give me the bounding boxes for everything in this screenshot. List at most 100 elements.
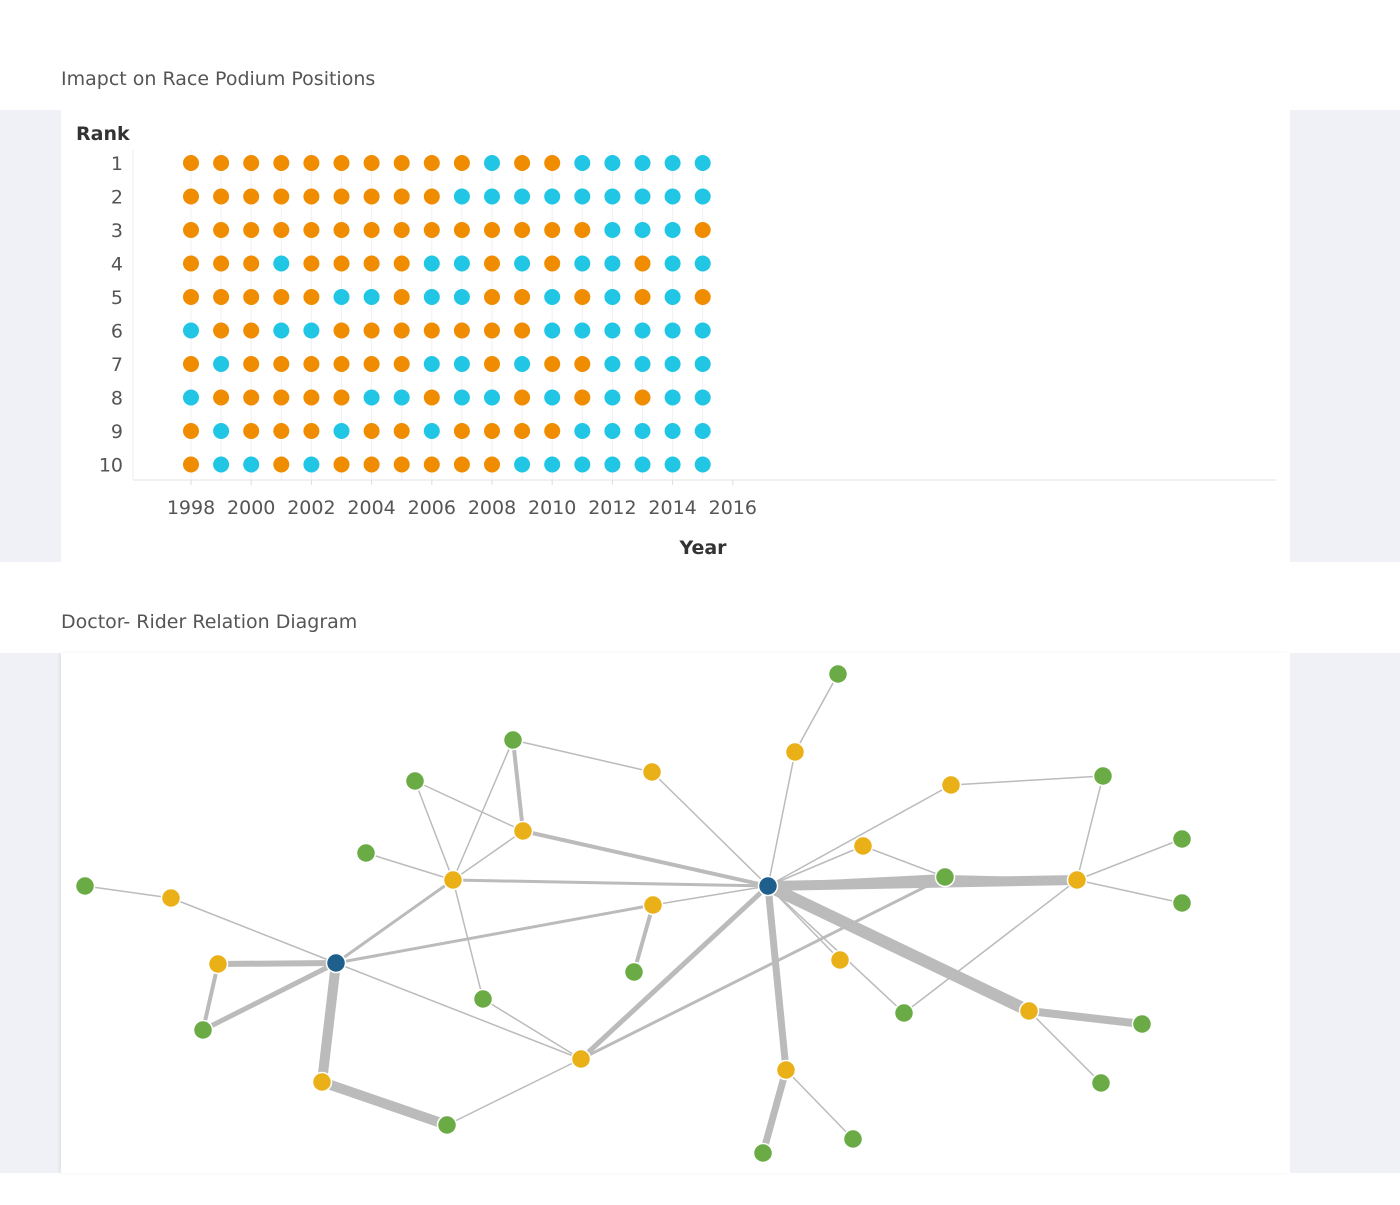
rank-dot[interactable]	[213, 255, 230, 272]
rank-dot[interactable]	[423, 423, 440, 439]
rank-dot[interactable]	[243, 188, 260, 205]
rank-dot[interactable]	[604, 188, 621, 205]
rank-dot[interactable]	[453, 322, 470, 339]
rank-dot[interactable]	[544, 322, 561, 339]
rank-dot[interactable]	[664, 155, 681, 171]
rank-dot[interactable]	[273, 255, 290, 272]
rank-dot[interactable]	[604, 456, 621, 473]
rank-dot[interactable]	[273, 155, 290, 171]
rank-dot[interactable]	[183, 222, 199, 238]
rank-dot[interactable]	[363, 456, 380, 473]
hub-node[interactable]	[325, 952, 347, 974]
rank-dot[interactable]	[183, 356, 199, 372]
rank-dot[interactable]	[183, 155, 199, 171]
rank-dot[interactable]	[333, 456, 350, 473]
rank-dot[interactable]	[393, 322, 410, 339]
rank-dot[interactable]	[333, 389, 350, 406]
rank-dot[interactable]	[303, 389, 320, 406]
rank-dot[interactable]	[363, 155, 380, 171]
rank-dot[interactable]	[213, 289, 230, 305]
rank-dot[interactable]	[213, 423, 230, 439]
rank-dot[interactable]	[273, 356, 290, 372]
rank-dot[interactable]	[694, 322, 711, 339]
rank-dot[interactable]	[393, 222, 410, 238]
rank-dot[interactable]	[453, 188, 470, 205]
rank-dot[interactable]	[694, 389, 711, 406]
rank-dot[interactable]	[664, 456, 681, 473]
rider-node[interactable]	[436, 1114, 458, 1136]
rank-dot[interactable]	[273, 322, 290, 339]
rank-dot[interactable]	[303, 289, 320, 305]
rank-dot[interactable]	[604, 155, 621, 171]
rank-dot[interactable]	[484, 255, 500, 272]
rank-dot[interactable]	[634, 289, 651, 305]
rank-dot[interactable]	[213, 188, 230, 205]
rank-dot[interactable]	[333, 155, 350, 171]
rank-dot[interactable]	[363, 356, 380, 372]
rank-dot[interactable]	[243, 389, 260, 406]
rank-dot[interactable]	[604, 423, 621, 439]
rank-dot[interactable]	[664, 255, 681, 272]
rank-dot[interactable]	[664, 356, 681, 372]
rider-node[interactable]	[192, 1019, 214, 1041]
rank-dot[interactable]	[423, 456, 440, 473]
rank-dot[interactable]	[453, 255, 470, 272]
rank-dot[interactable]	[574, 188, 591, 205]
doctor-node[interactable]	[570, 1048, 592, 1070]
rank-dot[interactable]	[393, 456, 410, 473]
rank-dot[interactable]	[363, 322, 380, 339]
rank-dot[interactable]	[213, 356, 230, 372]
rank-dot[interactable]	[514, 155, 531, 171]
rank-dot[interactable]	[574, 423, 591, 439]
rank-dot[interactable]	[694, 289, 711, 305]
doctor-node[interactable]	[512, 820, 534, 842]
doctor-node[interactable]	[442, 869, 464, 891]
rank-dot[interactable]	[273, 456, 290, 473]
rider-node[interactable]	[1171, 892, 1193, 914]
rank-dot[interactable]	[213, 389, 230, 406]
rank-dot[interactable]	[243, 289, 260, 305]
rank-dot[interactable]	[333, 289, 350, 305]
rank-dot[interactable]	[333, 188, 350, 205]
rank-dot[interactable]	[574, 255, 591, 272]
rank-dot[interactable]	[333, 322, 350, 339]
rider-node[interactable]	[502, 729, 524, 751]
rider-node[interactable]	[472, 988, 494, 1010]
rank-dot[interactable]	[544, 389, 561, 406]
rank-dot[interactable]	[514, 222, 531, 238]
rider-node[interactable]	[623, 961, 645, 983]
rank-dot[interactable]	[393, 155, 410, 171]
rank-dot[interactable]	[333, 222, 350, 238]
doctor-node[interactable]	[641, 761, 663, 783]
rank-dot[interactable]	[303, 423, 320, 439]
doctor-node[interactable]	[784, 741, 806, 763]
rank-dot[interactable]	[243, 222, 260, 238]
rank-dot[interactable]	[213, 322, 230, 339]
rider-node[interactable]	[74, 875, 96, 897]
rank-dot[interactable]	[393, 255, 410, 272]
rank-dot[interactable]	[484, 423, 500, 439]
rank-dot[interactable]	[664, 389, 681, 406]
rider-node[interactable]	[1092, 765, 1114, 787]
rank-dot[interactable]	[634, 389, 651, 406]
doctor-node[interactable]	[775, 1059, 797, 1081]
rank-dot[interactable]	[574, 322, 591, 339]
rank-dot[interactable]	[243, 456, 260, 473]
doctor-node[interactable]	[940, 774, 962, 796]
rank-dot[interactable]	[273, 389, 290, 406]
rank-dot[interactable]	[664, 423, 681, 439]
rank-dot[interactable]	[544, 289, 561, 305]
rider-node[interactable]	[404, 770, 426, 792]
rank-dot[interactable]	[243, 356, 260, 372]
rank-dot[interactable]	[694, 222, 711, 238]
rank-dot[interactable]	[363, 389, 380, 406]
rank-dot[interactable]	[303, 322, 320, 339]
rank-dot[interactable]	[243, 255, 260, 272]
rank-dot[interactable]	[574, 389, 591, 406]
network-nodes[interactable]	[74, 663, 1193, 1164]
rank-dot[interactable]	[183, 255, 199, 272]
rider-node[interactable]	[827, 663, 849, 685]
rank-dot[interactable]	[303, 456, 320, 473]
rank-dot[interactable]	[604, 289, 621, 305]
rank-dot[interactable]	[514, 389, 531, 406]
